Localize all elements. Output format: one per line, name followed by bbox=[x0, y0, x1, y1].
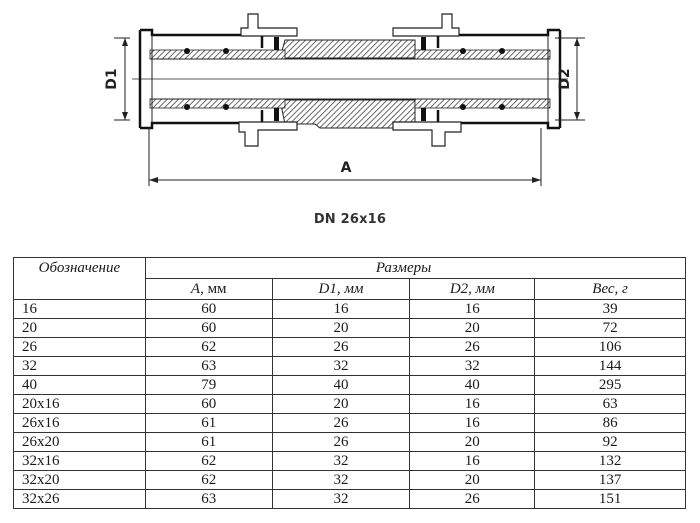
d1-cell: 32 bbox=[271, 451, 411, 471]
weight-cell: 63 bbox=[534, 394, 686, 414]
a-cell: 62 bbox=[144, 451, 273, 471]
designation-cell: 20 bbox=[13, 318, 146, 338]
d1-header: D1, мм bbox=[271, 278, 411, 300]
d2-cell: 16 bbox=[409, 451, 536, 471]
table-row: 26x20 61 26 20 92 bbox=[13, 432, 686, 452]
d2-cell: 16 bbox=[409, 413, 536, 433]
d1-label: D1 bbox=[104, 68, 120, 89]
d2-cell: 20 bbox=[409, 432, 536, 452]
designation-cell: 32x26 bbox=[13, 489, 146, 509]
a-cell: 63 bbox=[144, 489, 273, 509]
d1-cell: 20 bbox=[271, 394, 411, 414]
d2-header: D2, мм bbox=[409, 278, 536, 300]
weight-cell: 39 bbox=[534, 299, 686, 319]
a-header: A, мм bbox=[144, 278, 273, 300]
weight-cell: 137 bbox=[534, 470, 686, 490]
table-row: 32 63 32 32 144 bbox=[13, 356, 686, 376]
d1-cell: 26 bbox=[271, 337, 411, 357]
table-row: 40 79 40 40 295 bbox=[13, 375, 686, 395]
table-row: 26 62 26 26 106 bbox=[13, 337, 686, 357]
d1-cell: 32 bbox=[271, 470, 411, 490]
designation-cell: 32x16 bbox=[13, 451, 146, 471]
body-upper bbox=[279, 39, 416, 59]
d2-cell: 16 bbox=[409, 299, 536, 319]
designation-cell: 32 bbox=[13, 356, 146, 376]
table-row: 32x20 62 32 20 137 bbox=[13, 470, 686, 490]
a-cell: 61 bbox=[144, 413, 273, 433]
weight-cell: 72 bbox=[534, 318, 686, 338]
weight-cell: 151 bbox=[534, 489, 686, 509]
drawing-caption: DN 26x16 bbox=[313, 212, 387, 227]
table-row: 32x16 62 32 16 132 bbox=[13, 451, 686, 471]
designation-cell: 26x20 bbox=[13, 432, 146, 452]
dimensions-group-header: Размеры bbox=[144, 257, 687, 279]
d2-cell: 20 bbox=[409, 470, 536, 490]
d1-cell: 26 bbox=[271, 413, 411, 433]
weight-cell: 144 bbox=[534, 356, 686, 376]
a-cell: 60 bbox=[144, 299, 273, 319]
designation-cell: 20x16 bbox=[13, 394, 146, 414]
d1-cell: 16 bbox=[271, 299, 411, 319]
d1-cell: 32 bbox=[271, 356, 411, 376]
table-row: 16 60 16 16 39 bbox=[13, 299, 686, 319]
weight-cell: 132 bbox=[534, 451, 686, 471]
table-row: 32x26 63 32 26 151 bbox=[13, 489, 686, 509]
a-cell: 61 bbox=[144, 432, 273, 452]
d1-cell: 26 bbox=[271, 432, 411, 452]
designation-header: Обозначение bbox=[13, 257, 146, 300]
d1-cell: 40 bbox=[271, 375, 411, 395]
a-cell: 60 bbox=[144, 318, 273, 338]
a-cell: 60 bbox=[144, 394, 273, 414]
table-row: 26x16 61 26 16 86 bbox=[13, 413, 686, 433]
d1-cell: 32 bbox=[271, 489, 411, 509]
d2-cell: 26 bbox=[409, 489, 536, 509]
d1-cell: 20 bbox=[271, 318, 411, 338]
weight-header: Вес, г bbox=[534, 278, 686, 300]
dimensions-table: Обозначение Размеры A, мм D1, мм D2, мм … bbox=[13, 257, 687, 509]
d2-label: D2 bbox=[557, 68, 573, 89]
weight-cell: 86 bbox=[534, 413, 686, 433]
a-cell: 62 bbox=[144, 470, 273, 490]
designation-cell: 26x16 bbox=[13, 413, 146, 433]
table-row: 20x16 60 20 16 63 bbox=[13, 394, 686, 414]
weight-cell: 106 bbox=[534, 337, 686, 357]
d2-cell: 20 bbox=[409, 318, 536, 338]
designation-cell: 16 bbox=[13, 299, 146, 319]
a-cell: 63 bbox=[144, 356, 273, 376]
d2-cell: 26 bbox=[409, 337, 536, 357]
table-row: 20 60 20 20 72 bbox=[13, 318, 686, 338]
header-row-group: Обозначение Размеры bbox=[13, 257, 687, 300]
coupling-technical-drawing: D1 D2 A bbox=[104, 13, 585, 186]
d2-cell: 16 bbox=[409, 394, 536, 414]
d2-cell: 32 bbox=[409, 356, 536, 376]
weight-cell: 92 bbox=[534, 432, 686, 452]
designation-cell: 32x20 bbox=[13, 470, 146, 490]
d2-cell: 40 bbox=[409, 375, 536, 395]
designation-cell: 26 bbox=[13, 337, 146, 357]
a-cell: 79 bbox=[144, 375, 273, 395]
a-label: A bbox=[341, 160, 352, 176]
designation-cell: 40 bbox=[13, 375, 146, 395]
a-cell: 62 bbox=[144, 337, 273, 357]
weight-cell: 295 bbox=[534, 375, 686, 395]
